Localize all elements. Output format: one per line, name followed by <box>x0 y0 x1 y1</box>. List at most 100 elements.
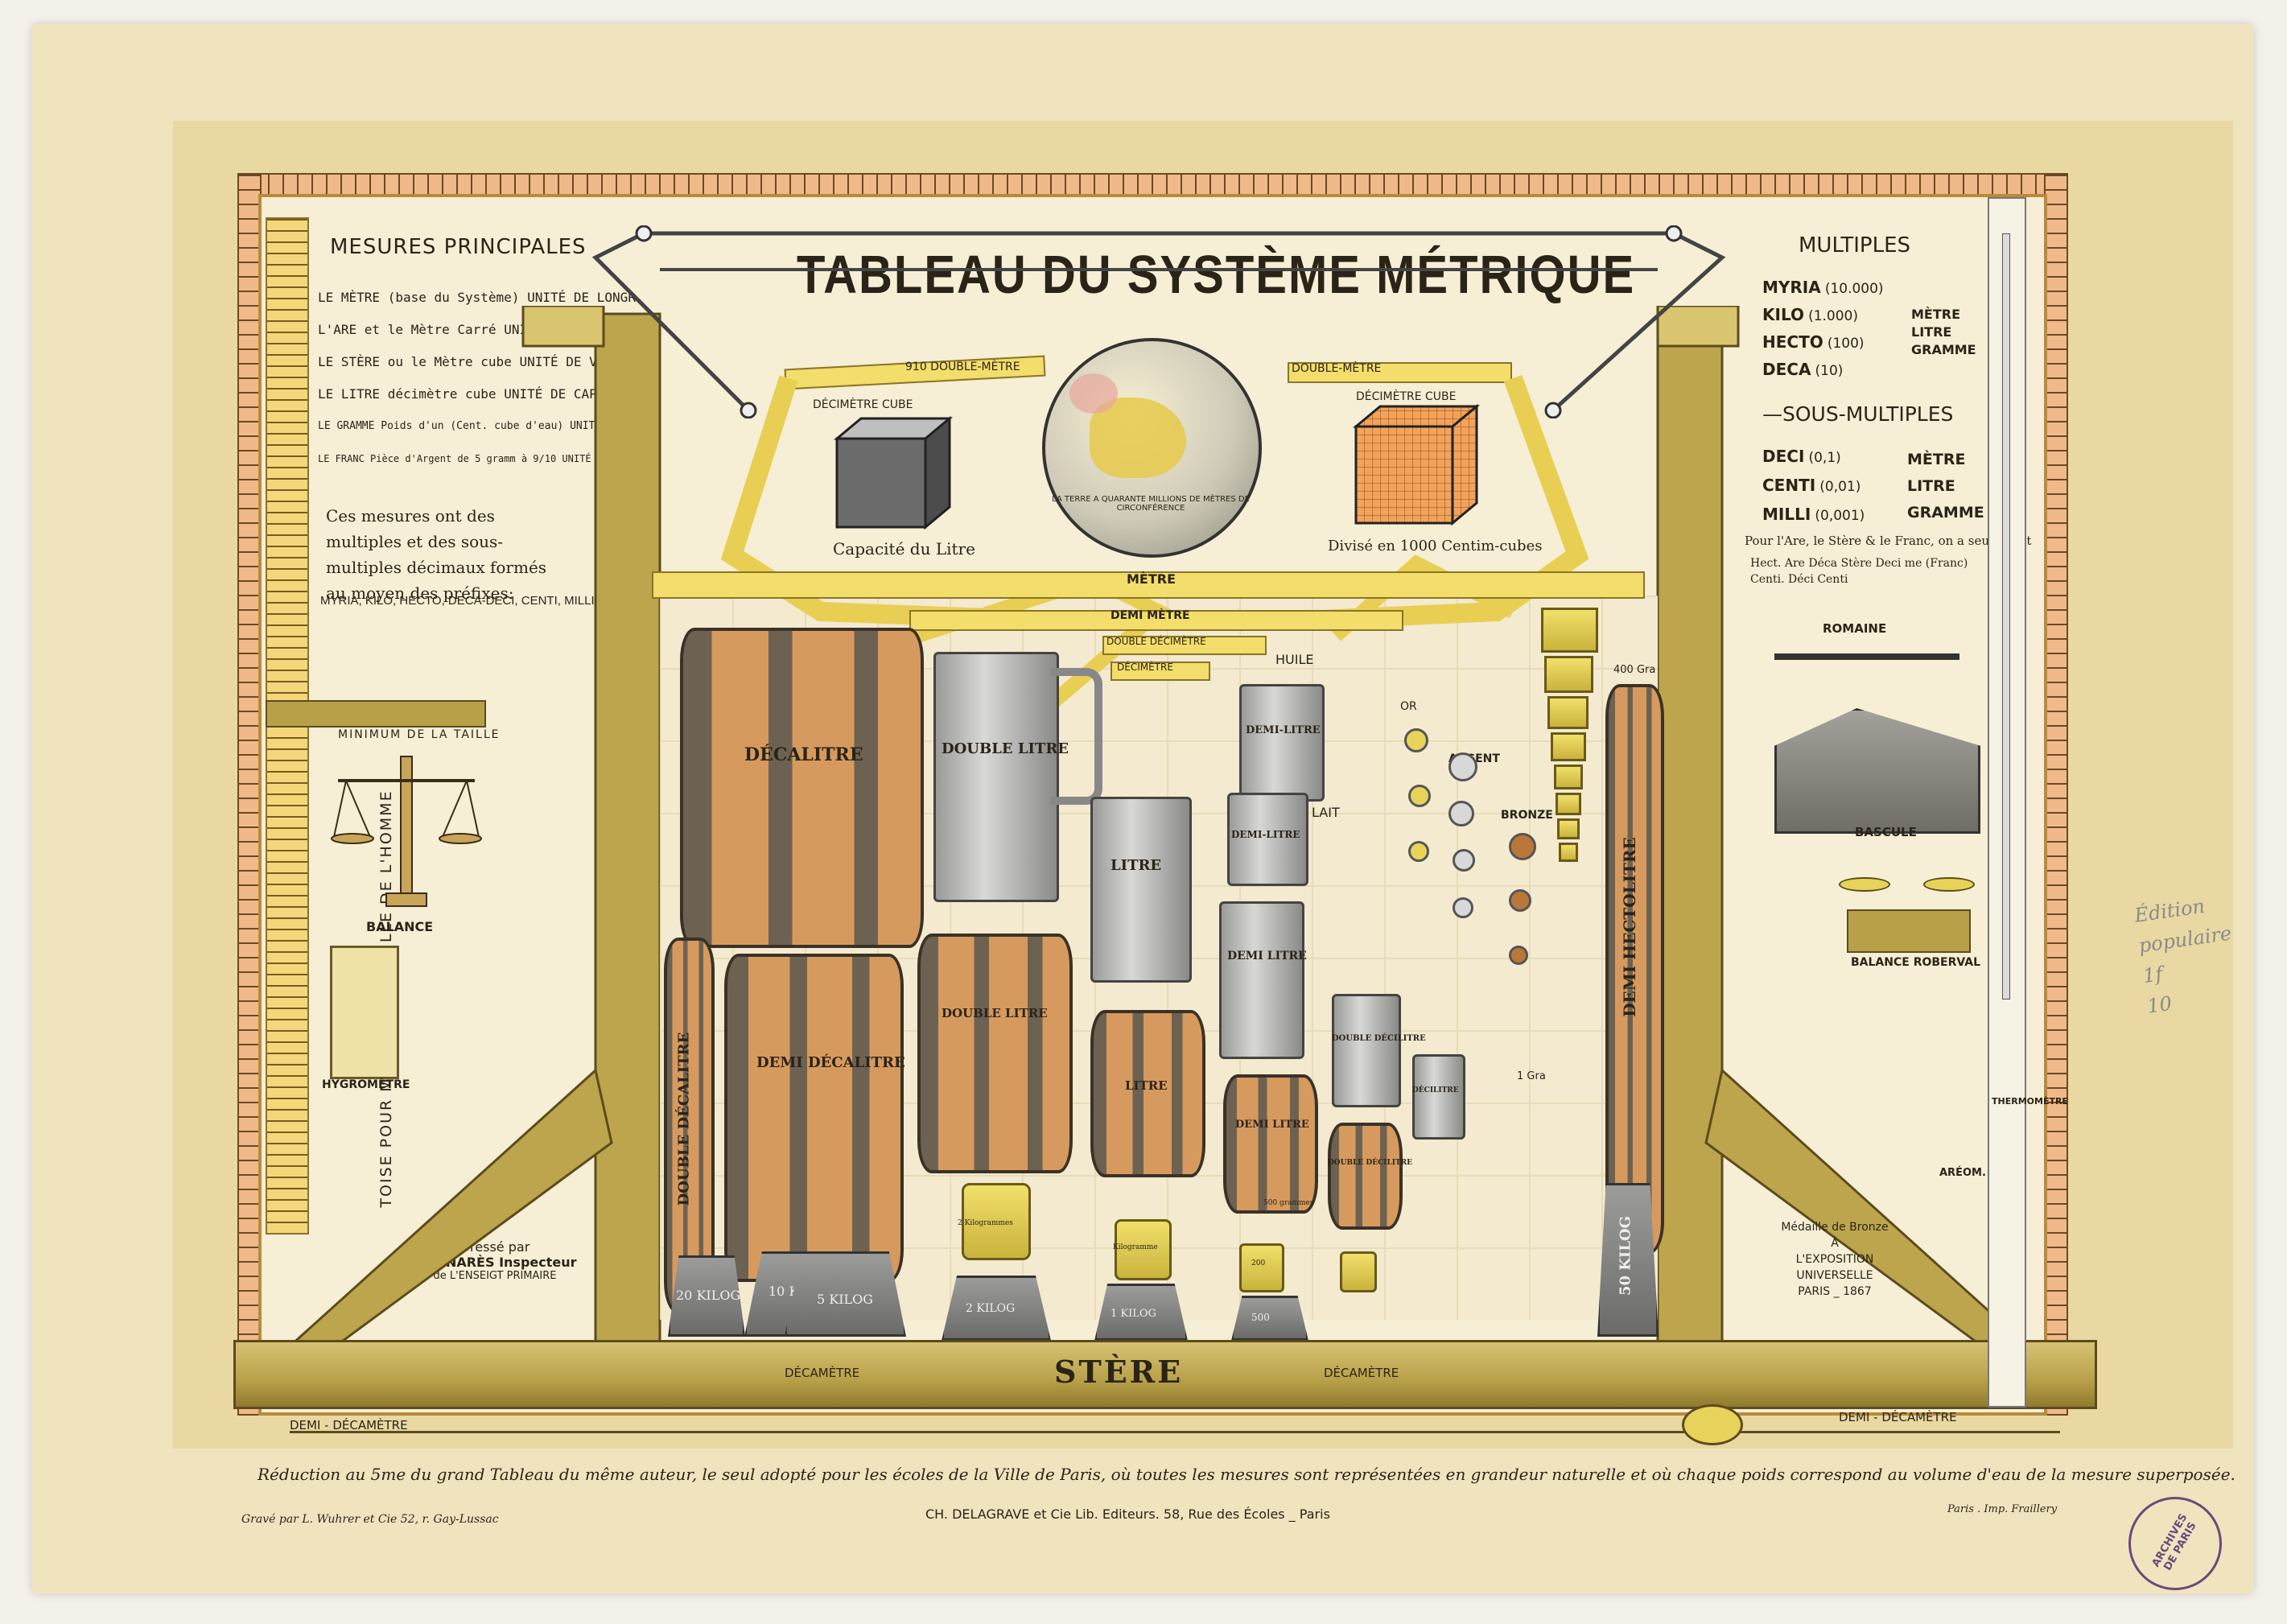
gram-400-label: 400 Gra <box>1613 664 1656 676</box>
demi-metre-label: DEMI MÈTRE <box>1111 609 1190 622</box>
double-metre-left-label: 910 DOUBLE-MÈTRE <box>905 361 1020 373</box>
term-stere: Stère <box>1840 557 1873 570</box>
sous-milli-value: (0,001) <box>1815 508 1865 524</box>
cube-right-icon <box>1352 403 1481 526</box>
roberval-icon <box>1839 877 1976 954</box>
hygrometre-icon <box>330 946 399 1079</box>
litre-pitcher <box>1090 797 1192 983</box>
chain-line <box>290 1431 2060 1433</box>
double-decalitre-barrel <box>664 938 715 1314</box>
iron-500g-label: 500 <box>1251 1312 1270 1323</box>
brass-200-label: 200 <box>1251 1259 1266 1267</box>
left-paragraph: Ces mesures ont des multiples et des sou… <box>326 506 547 603</box>
decalitre-barrel <box>680 628 924 948</box>
demi-decametre-left-label: DEMI - DÉCAMÈTRE <box>290 1418 408 1432</box>
decilitre-pitcher <box>1412 1054 1465 1140</box>
double-decilitre-barrel-label: DOUBLE DÉCILITRE <box>1328 1159 1413 1167</box>
medal-text: Médaille de Bronze À L'EXPOSITION UNIVER… <box>1762 1219 1907 1300</box>
pencil-annotations: Édition populaire 1f 10 <box>2132 887 2245 1021</box>
romaine-label: ROMAINE <box>1823 621 1887 636</box>
term-deci: Deci <box>1875 557 1902 570</box>
sous-units: MÈTRE LITRE GRAMME <box>1907 447 1984 526</box>
brass-1kg-weight <box>1115 1219 1172 1280</box>
double-litre-barrel <box>917 934 1073 1173</box>
double-litre-handle <box>1050 668 1102 805</box>
sous-milli: MILLI <box>1762 505 1811 524</box>
litre-barrel-label: LITRE <box>1125 1078 1168 1093</box>
romaine-icon <box>1774 653 1959 660</box>
mult-deca-value: (10) <box>1815 363 1844 379</box>
double-litre-pitcher-label: DOUBLE LITRE <box>942 740 1069 757</box>
balance-icon <box>330 748 483 917</box>
multiples-units: MÈTRE LITRE GRAMME <box>1911 306 1976 359</box>
page-title: TABLEAU DU SYSTÈME MÉTRIQUE <box>797 245 1636 305</box>
mult-myria: MYRIA <box>1762 278 1821 297</box>
demi-decalitre-label: DEMI DÉCALITRE <box>756 1054 905 1071</box>
mult-kilo-value: (1.000) <box>1808 308 1859 324</box>
left-ruler <box>237 173 262 1416</box>
term-are: Are <box>1784 557 1805 570</box>
metre-ruler <box>652 571 1645 599</box>
mult-kilo: KILO <box>1762 305 1804 324</box>
decimetre-label: DÉCIMÈTRE <box>1117 662 1173 673</box>
title-rods <box>591 225 1726 418</box>
cube-left-label: DÉCIMÈTRE CUBE <box>813 398 913 411</box>
cube-right-caption: Divisé en 1000 Centim-cubes <box>1328 538 1543 554</box>
demi-litre-pitcher <box>1239 684 1325 802</box>
lait-label: LAIT <box>1312 805 1340 820</box>
huile-label: HUILE <box>1275 652 1314 667</box>
cube-left-icon <box>833 415 954 530</box>
medal-line4: PARIS _ 1867 <box>1798 1285 1872 1298</box>
sous-deci: DECI <box>1762 447 1805 466</box>
left-rows: LE MÈTRE (base du Système) UNITÉ DE LONG… <box>318 282 658 475</box>
iron-2kg-label: 2 KILOG <box>966 1302 1016 1315</box>
mult-myria-value: (10.000) <box>1824 281 1884 297</box>
brass-500-label: 500 grammes <box>1263 1199 1314 1207</box>
double-decilitre-label: DOUBLE DÉCILITRE <box>1332 1034 1426 1043</box>
brass-2kg-label: 2 Kilogrammes <box>958 1219 1013 1227</box>
author-line3: de L'ENSEIGT PRIMAIRE <box>433 1270 557 1282</box>
litre-pitcher-label: LITRE <box>1111 857 1162 874</box>
toise-arm <box>266 700 486 728</box>
medal-line1: Médaille de Bronze <box>1781 1221 1889 1234</box>
bascule-label: BASCULE <box>1855 825 1917 839</box>
brass-200g-weight <box>1340 1251 1377 1292</box>
double-decimetre-label: DOUBLE DÉCIMÈTRE <box>1106 636 1206 647</box>
demi-litre3-label: DEMI LITRE <box>1227 950 1307 962</box>
stere-beam <box>233 1340 2097 1409</box>
archives-stamp-text: ARCHIVES DE PARIS <box>2149 1511 2199 1573</box>
brass-2kg-weight <box>962 1183 1031 1260</box>
cube-left-caption: Capacité du Litre <box>833 539 975 559</box>
term-centi2: Centi <box>1817 573 1848 586</box>
medal-line3: L'EXPOSITION UNIVERSELLE <box>1795 1253 1874 1282</box>
left-panel-heading: MESURES PRINCIPALES <box>330 235 587 259</box>
iron-500g-weight <box>1231 1296 1308 1341</box>
globe-icon <box>1042 338 1262 558</box>
demi-hectolitre-label: DEMI HECTOLITRE <box>1620 837 1639 1017</box>
multiples-heading: MULTIPLES <box>1799 233 1911 258</box>
right-ruler <box>2044 173 2068 1416</box>
litre-barrel <box>1090 1010 1205 1177</box>
iron-50kg-weight <box>1597 1183 1659 1337</box>
mult-unit-gramme: GRAMME <box>1911 342 1976 357</box>
brass-500g-weight <box>1239 1243 1284 1292</box>
mult-unit-litre: LITRE <box>1911 324 1952 340</box>
double-metre-right-ruler <box>1288 362 1512 383</box>
demi-litre2-label: DEMI-LITRE <box>1231 829 1300 840</box>
stere-label: STÈRE <box>1054 1354 1184 1390</box>
row-franc: LE FRANC Pièce d'Argent de 5 gramm à 9/1… <box>318 453 656 464</box>
decametre-right-label: DÉCAMÈTRE <box>1324 1366 1399 1380</box>
left-prefixes: MYRIA, KILO, HECTO, DECA-DECI, CENTI, MI… <box>320 594 595 608</box>
demi-litre-barrel-label: DEMI LITRE <box>1235 1119 1309 1131</box>
demi-litre-barrel <box>1223 1074 1318 1214</box>
thermometre-label: THERMOMÈTRE <box>1992 1096 2068 1107</box>
mult-hecto-value: (100) <box>1827 336 1865 352</box>
mult-unit-metre: MÈTRE <box>1911 307 1961 322</box>
right-note-terms: Hect. Are Déca Stère Deci me (Franc) Cen… <box>1750 555 1992 587</box>
sous-deci-value: (0,1) <box>1808 450 1841 466</box>
brass-1kg-label: Kilogramme <box>1113 1243 1158 1251</box>
iron-20kg-label: 20 KILOG <box>676 1288 741 1303</box>
sous-centi: CENTI <box>1762 476 1816 495</box>
author-line1: Dressé par <box>459 1239 530 1255</box>
roberval-label: BALANCE ROBERVAL <box>1851 956 1981 969</box>
